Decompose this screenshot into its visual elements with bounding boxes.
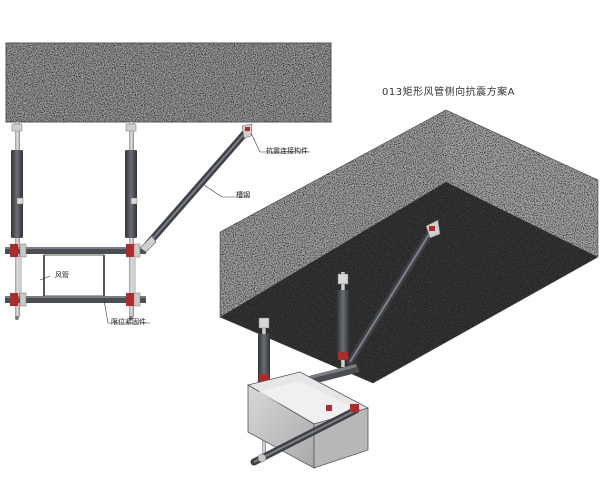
diagram-title: 013矩形风管侧向抗震方案A [382,87,515,98]
label-limit-fastener: 限位紧固件 [111,318,146,326]
upper-crossbar [5,243,146,258]
hanger-rod-3d-back [337,272,349,367]
lower-brace-3d [250,404,360,466]
leader-lines [39,132,310,324]
lower-crossbar [5,292,146,320]
concrete-slab-underside [219,109,599,384]
duct-section [18,254,136,297]
isometric-view [219,109,599,469]
label-channel-steel: 槽钢 [236,191,250,199]
label-duct: 风管 [55,271,69,279]
concrete-slab-elevation [5,42,332,123]
concrete-slab-side-left [220,110,446,317]
label-seismic-connector: 抗震连接构件 [266,147,308,155]
elevation-view [5,42,332,324]
concrete-slab-side-right [446,110,598,257]
hanger-rod-right [125,122,138,317]
diagonal-brace-elevation [139,123,253,253]
hanger-rod-left [11,122,24,317]
diagonal-brace-3d [346,219,441,366]
